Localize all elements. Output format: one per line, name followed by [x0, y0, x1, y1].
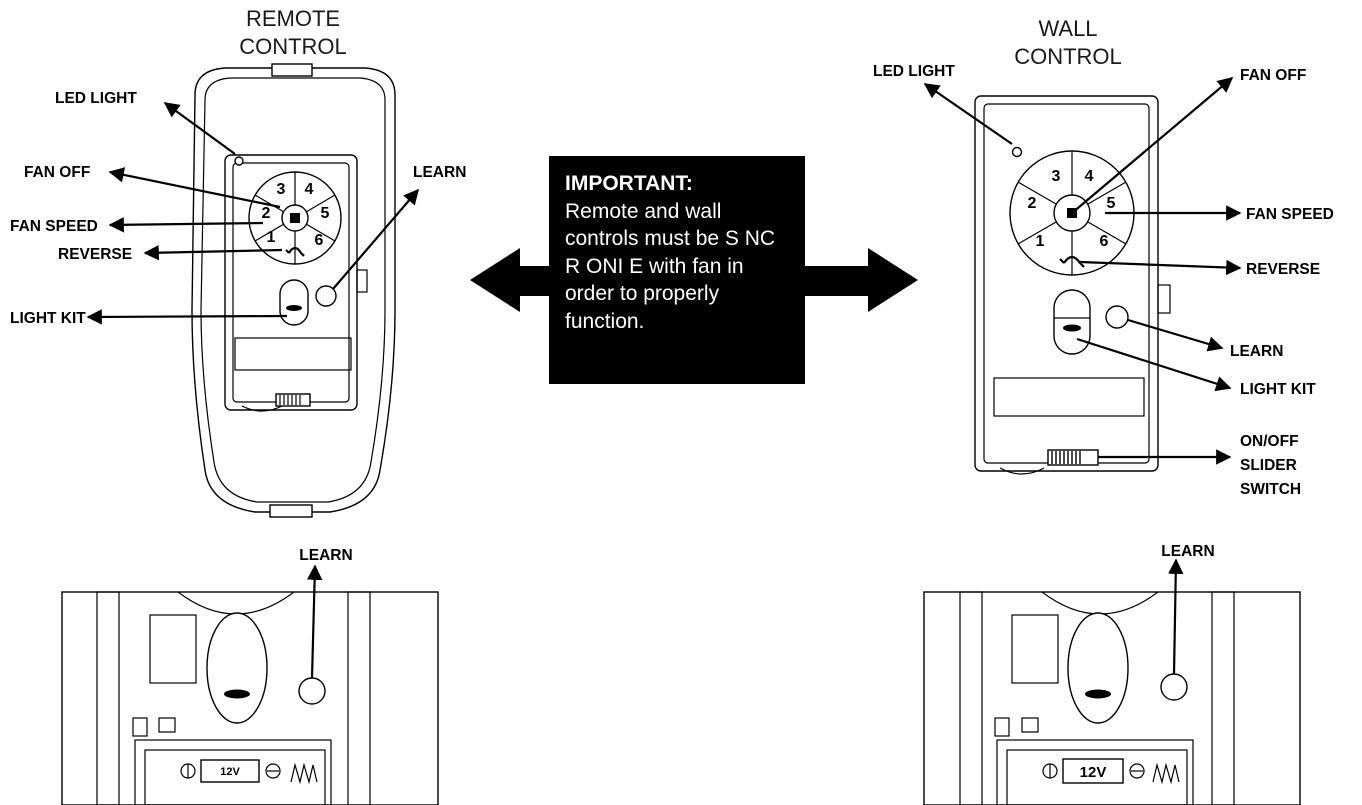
remote-battery-notch [241, 405, 283, 412]
wall-control: WALL CONTROL 3 4 2 5 1 6 [873, 16, 1334, 498]
wall-spring-icon [1152, 762, 1180, 785]
remote-learn-label: LEARN [413, 164, 466, 181]
remote-button-2[interactable]: 2 [262, 205, 271, 222]
wall-led-light [1011, 146, 1023, 158]
wall-battery [1062, 758, 1124, 784]
wall-fan-off-label: FAN OFF [1240, 67, 1306, 84]
reverse-icon [285, 246, 305, 257]
wall-back-rail-left [959, 591, 983, 805]
remote-button-5[interactable]: 5 [321, 205, 330, 222]
remote-back-window [149, 614, 197, 684]
wall-fan-speed-label: FAN SPEED [1246, 206, 1334, 223]
wall-back-panel: LEARN 12V [923, 543, 1301, 805]
wall-button-6[interactable]: 6 [1100, 233, 1109, 250]
remote-button-4[interactable]: 4 [305, 181, 314, 198]
wall-slider-label-line1: ON/OFF [1240, 433, 1299, 450]
important-notice: IMPORTANT: Remote and wall controls must… [549, 156, 805, 384]
wall-reverse-label: REVERSE [1246, 261, 1320, 278]
wall-label-strip [993, 377, 1145, 417]
wall-button-3[interactable]: 3 [1052, 168, 1061, 185]
remote-back-bulb-icon [224, 689, 250, 699]
remote-back-learn-label: LEARN [299, 547, 352, 564]
remote-back-learn-button[interactable] [298, 677, 326, 705]
remote-control: REMOTE CONTROL 3 4 2 5 1 6 [10, 6, 466, 518]
remote-learn-button[interactable] [315, 285, 337, 307]
important-body: Remote and wall controls must be S NC R … [565, 199, 776, 333]
remote-back-battery-bay [134, 739, 332, 805]
spring-icon [290, 762, 318, 785]
remote-back-rail-left [96, 591, 120, 805]
wall-reverse-icon [1059, 255, 1085, 268]
wall-learn-label: LEARN [1230, 343, 1283, 360]
wall-button-1[interactable]: 1 [1036, 233, 1045, 250]
wall-slider-label-line3: SWITCH [1240, 481, 1301, 498]
remote-title-line1: REMOTE [246, 6, 340, 31]
remote-light-kit-button[interactable] [279, 279, 309, 326]
remote-body-inner [200, 77, 386, 503]
wall-light-kit-label: LIGHT KIT [1240, 381, 1316, 398]
remote-button-1[interactable]: 1 [267, 229, 276, 246]
wall-light-kit-button[interactable] [1053, 289, 1091, 355]
wall-button-4[interactable]: 4 [1085, 168, 1094, 185]
remote-fan-speed-label: FAN SPEED [10, 218, 98, 235]
remote-label-strip [234, 337, 352, 371]
wall-learn-button[interactable] [1105, 305, 1129, 329]
wall-button-2[interactable]: 2 [1028, 195, 1037, 212]
wall-side-tab [1157, 284, 1171, 314]
remote-back-panel: LEARN 12V [61, 547, 439, 805]
remote-battery [200, 759, 260, 783]
remote-title-line2: CONTROL [239, 34, 347, 59]
remote-button-6[interactable]: 6 [315, 232, 324, 249]
remote-back-rail-right [347, 591, 371, 805]
remote-led-light-label: LED LIGHT [55, 90, 137, 107]
remote-bottom-clip [269, 504, 313, 518]
remote-top-clip [271, 63, 313, 77]
wall-slider-label-line2: SLIDER [1240, 457, 1297, 474]
right-arrow-icon [805, 248, 918, 312]
wall-back-battery-bay [996, 739, 1194, 805]
wall-light-bulb-icon [1063, 324, 1081, 332]
wall-back-bulb-icon [1085, 689, 1111, 699]
wall-back-learn-button[interactable] [1160, 673, 1188, 701]
remote-button-3[interactable]: 3 [277, 181, 286, 198]
wall-led-light-label: LED LIGHT [873, 63, 955, 80]
wall-back-light-button[interactable] [1067, 612, 1129, 724]
wall-back-rail-right [1211, 591, 1235, 805]
wall-button-5[interactable]: 5 [1107, 195, 1116, 212]
remote-slider-switch[interactable] [275, 393, 311, 407]
remote-light-kit-label: LIGHT KIT [10, 310, 86, 327]
remote-fan-off-label: FAN OFF [24, 164, 90, 181]
wall-title-line1: WALL [1038, 16, 1097, 41]
important-heading: IMPORTANT: [565, 172, 693, 195]
remote-reverse-label: REVERSE [58, 246, 132, 263]
remote-led-light [234, 156, 244, 166]
wall-back-window [1011, 614, 1059, 684]
wall-bottom-notch [999, 467, 1045, 475]
remote-battery-label: 12V [220, 766, 240, 778]
remote-side-tab [356, 269, 368, 293]
wall-battery-label: 12V [1080, 764, 1107, 781]
remote-back-light-button[interactable] [206, 612, 268, 724]
wall-back-learn-label: LEARN [1161, 543, 1214, 560]
remote-speed-dial[interactable]: 3 4 2 5 1 6 [248, 171, 342, 265]
light-bulb-icon [286, 305, 302, 311]
sync-arrows [470, 248, 918, 312]
wall-title-line2: CONTROL [1014, 44, 1122, 69]
left-arrow-icon [470, 248, 549, 312]
